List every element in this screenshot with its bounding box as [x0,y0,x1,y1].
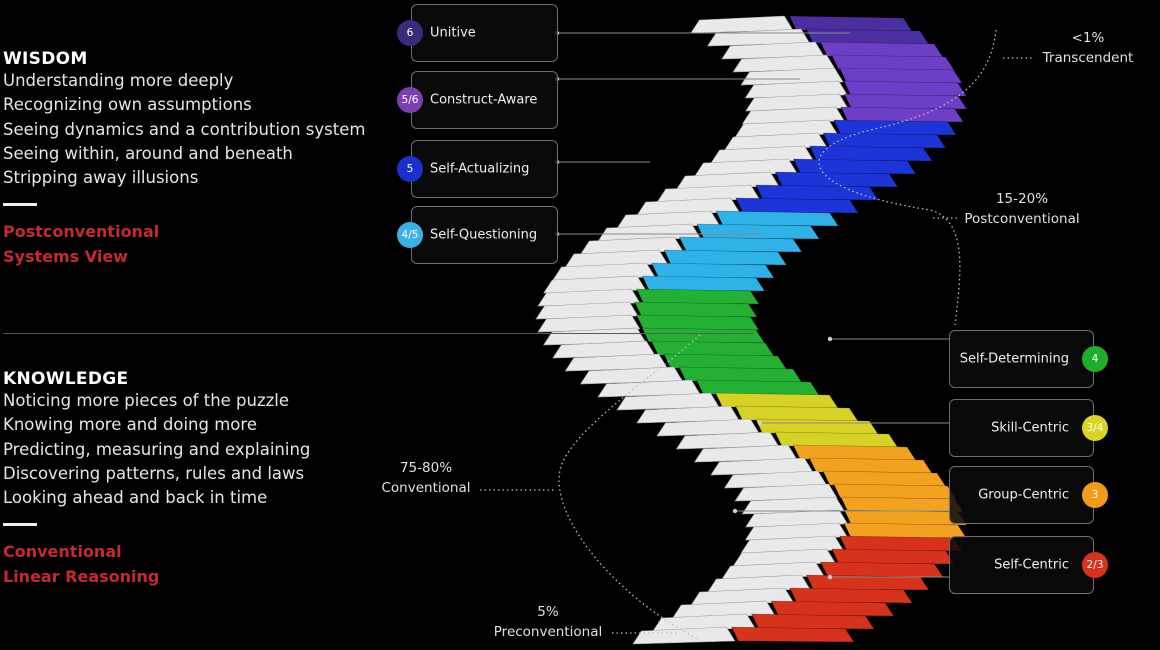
connector-dot [732,508,738,514]
wisdom-item: Stripping away illusions [3,168,199,188]
pct-value: 5% [537,604,559,620]
pct-postconventional: 15-20% Postconventional [955,189,1089,229]
distribution-curve [818,29,997,326]
stage-label: Self-Questioning [430,227,538,243]
pct-label: Conventional [381,480,471,496]
connector-dot [827,574,833,580]
stage-label: Skill-Centric [991,420,1069,436]
stage-badge: 5 [397,156,423,182]
pct-preconventional: 5% Preconventional [487,602,609,642]
stage-skill-centric: 3/4 Skill-Centric [949,399,1108,457]
stage-label: Self-Centric [994,557,1069,573]
staircase-steps [535,15,968,645]
knowledge-bar [3,523,37,527]
stage-unitive: 6 Unitive [397,4,558,62]
stage-badge: 4/5 [397,222,423,248]
stage-badge: 5/6 [397,87,423,113]
pct-label: Preconventional [493,624,603,640]
stage-construct-aware: 5/6 Construct-Aware [397,71,558,129]
knowledge-item: Noticing more pieces of the puzzle [3,391,290,410]
connector-dot [827,336,833,342]
knowledge-section: KNOWLEDGE Noticing more pieces of the pu… [3,369,310,589]
pct-transcendent: <1% Transcendent [1030,28,1146,68]
stage-badge: 6 [397,20,423,46]
wisdom-title: WISDOM [3,49,88,69]
knowledge-item: Knowing more and doing more [3,415,257,435]
knowledge-item: Discovering patterns, rules and laws [3,463,305,483]
pct-value: 75-80% [399,460,453,476]
stage-group-centric: 3 Group-Centric [949,466,1108,524]
pct-conventional: 75-80% Conventional [372,458,480,498]
wisdom-item: Recognizing own assumptions [3,95,252,115]
stage-self-determining: 4 Self-Determining [949,330,1108,388]
stage-self-actualizing: 5 Self-Actualizing [397,140,558,198]
stage-badge: 3 [1082,482,1108,508]
knowledge-item: Looking ahead and back in time [3,488,268,508]
stage-label: Self-Actualizing [430,161,530,177]
wisdom-bar [3,203,37,207]
knowledge-level-line2: Linear Reasoning [3,566,160,586]
pct-label: Transcendent [1042,50,1134,66]
pct-value: <1% [1071,30,1105,46]
stage-label: Self-Determining [959,351,1069,367]
stage-label: Group-Centric [978,487,1069,503]
stage-label: Unitive [430,25,476,41]
pct-label: Postconventional [964,211,1080,227]
wisdom-level-line1: Postconventional [3,222,160,242]
wisdom-item: Understanding more deeply [3,71,234,90]
wisdom-level-line2: Systems View [3,246,128,266]
wisdom-item: Seeing dynamics and a contribution syste… [3,119,366,139]
knowledge-level-line1: Conventional [3,542,122,562]
stage-badge: 3/4 [1082,415,1108,441]
connector-dot [757,420,763,426]
stage-badge: 4 [1082,346,1108,372]
wisdom-item: Seeing within, around and beneath [3,143,293,163]
stage-self-questioning: 4/5 Self-Questioning [397,206,558,264]
stage-badge: 2/3 [1082,552,1108,578]
stage-label: Construct-Aware [430,92,538,108]
section-divider [3,333,753,334]
stage-self-centric: 2/3 Self-Centric [949,536,1108,594]
knowledge-item: Predicting, measuring and explaining [3,439,311,459]
wisdom-section: WISDOM Understanding more deeply Recogni… [3,49,365,269]
pct-value: 15-20% [995,191,1049,207]
knowledge-title: KNOWLEDGE [3,369,129,389]
